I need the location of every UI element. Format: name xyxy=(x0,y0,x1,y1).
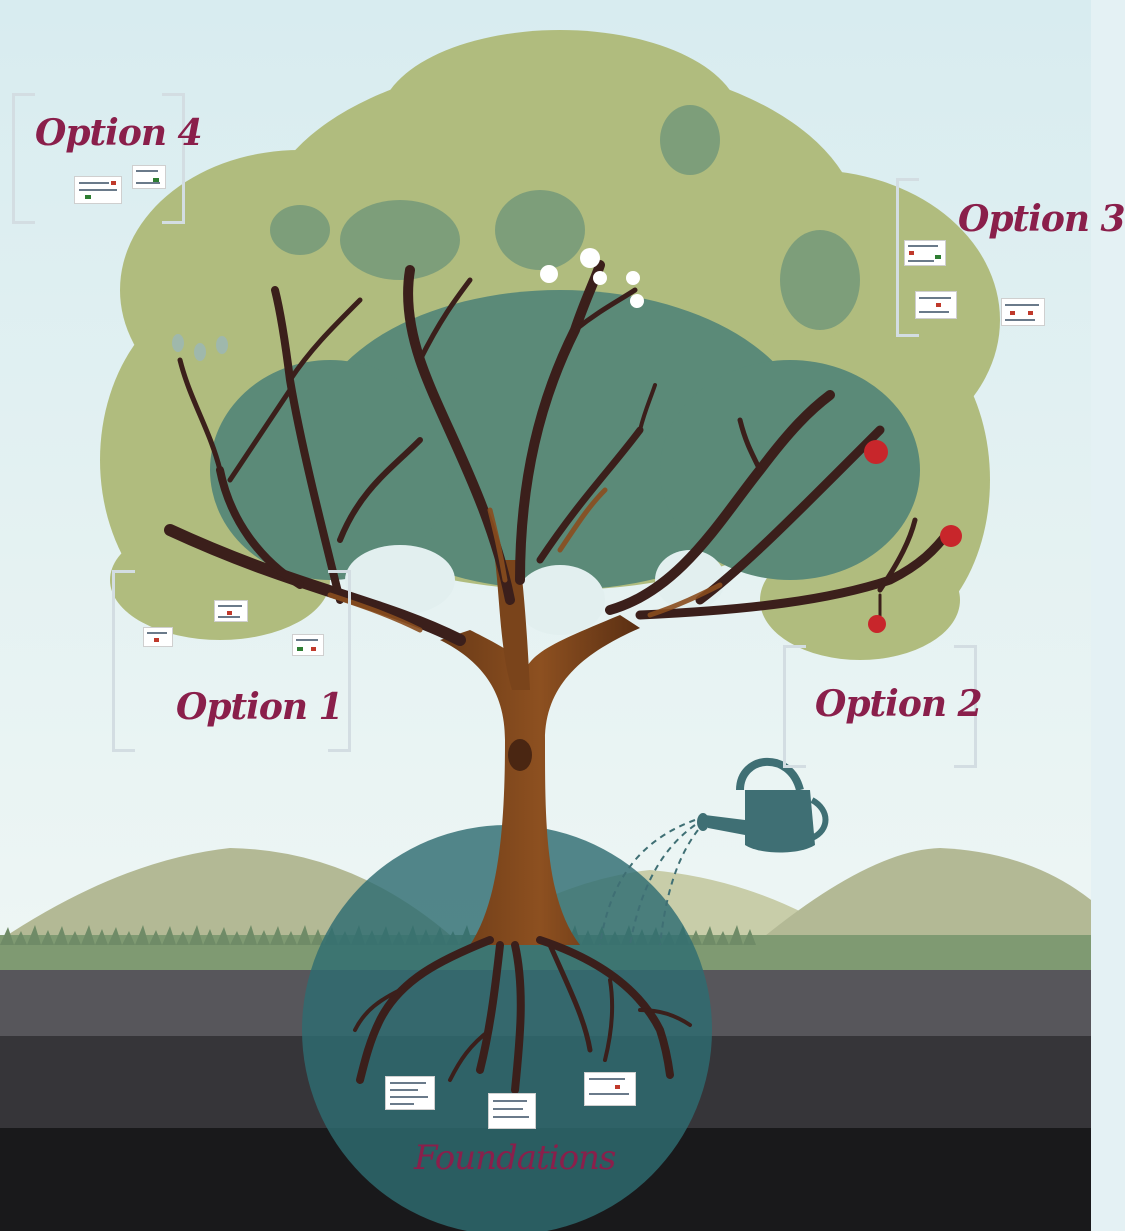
option-4-bracket-left xyxy=(12,93,35,224)
option-2-label[interactable]: Option 2 xyxy=(815,683,983,725)
foundations-circle xyxy=(302,825,712,1231)
option-1-bracket-left xyxy=(112,570,135,752)
hill-right xyxy=(760,848,1091,940)
tree-branches xyxy=(164,260,955,646)
slide-thumbnail[interactable] xyxy=(584,1072,636,1106)
foliage-dark xyxy=(210,105,920,590)
option-4-label[interactable]: Option 4 xyxy=(35,112,203,154)
slide-thumbnail[interactable] xyxy=(488,1093,536,1129)
slide-thumbnail[interactable] xyxy=(385,1076,435,1110)
option-1-bracket-right xyxy=(328,570,351,752)
option-4-bracket-right xyxy=(162,93,185,224)
slide-thumbnail[interactable] xyxy=(214,600,248,622)
option-3-label[interactable]: Option 3 xyxy=(958,198,1125,240)
option-2-bracket-left xyxy=(783,645,806,768)
apple-icon xyxy=(864,440,962,633)
flower-icon xyxy=(540,248,644,308)
tree-roots xyxy=(353,936,692,1094)
tree-trunk xyxy=(440,615,640,945)
slide-thumbnail[interactable] xyxy=(74,176,122,204)
slide-thumbnail[interactable] xyxy=(132,165,166,189)
slide-thumbnail[interactable] xyxy=(904,240,946,266)
option-3-bracket-left xyxy=(896,178,919,337)
watering-can-icon xyxy=(697,757,829,853)
foundations-label[interactable]: Foundations xyxy=(414,1138,616,1178)
option-1-label[interactable]: Option 1 xyxy=(176,686,344,728)
slide-thumbnail[interactable] xyxy=(292,634,324,656)
option-2-bracket-right xyxy=(954,645,977,768)
background-art xyxy=(0,0,1091,1231)
slide-thumbnail[interactable] xyxy=(915,291,957,319)
leaf-icon xyxy=(172,334,228,361)
slide-thumbnail[interactable] xyxy=(1001,298,1045,326)
slide-thumbnail[interactable] xyxy=(143,627,173,647)
